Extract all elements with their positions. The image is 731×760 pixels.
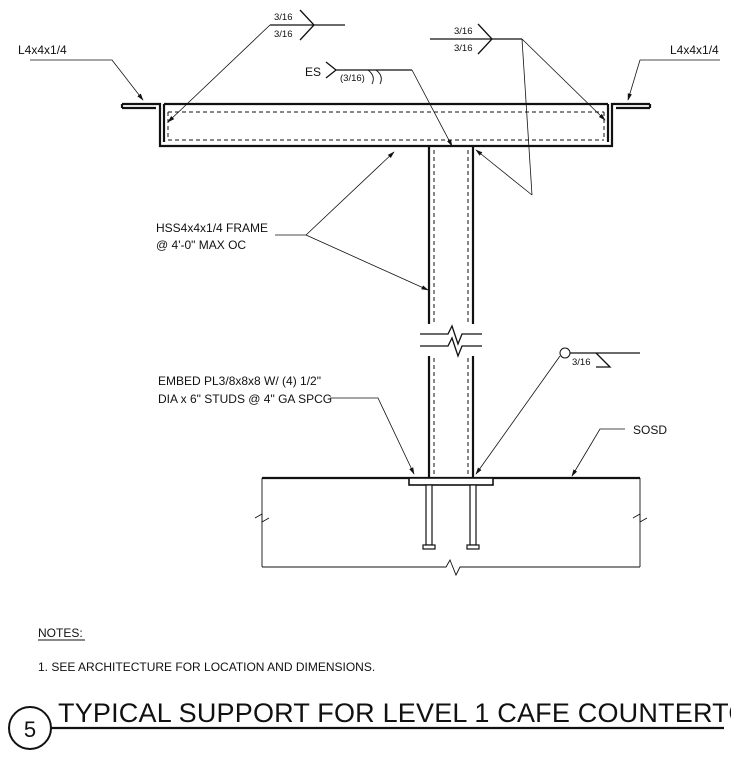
weld-size-label: (3/16) [340, 73, 365, 84]
callout-angle-left: L4x4x1/4 [18, 43, 144, 101]
callout-hss-frame: HSS4x4x1/4 FRAME @ 4'-0" MAX OC [156, 151, 429, 291]
weld-size-label: 3/16 [454, 26, 473, 37]
detail-number: 5 [24, 717, 36, 742]
notes-heading: NOTES: [38, 626, 83, 640]
weld-symbol-es: ES (3/16) [305, 61, 453, 147]
angle-right-label: L4x4x1/4 [670, 43, 719, 57]
weld-symbol-base: 3/16 [475, 347, 640, 475]
callout-angle-right: L4x4x1/4 [627, 43, 720, 101]
weld-size-label: 3/16 [572, 357, 591, 368]
title-block: 5 TYPICAL SUPPORT FOR LEVEL 1 CAFE COUNT… [8, 698, 731, 750]
hss-post [420, 146, 482, 478]
weld-symbol-top-right: 3/16 3/16 [430, 23, 606, 196]
note-item: 1. SEE ARCHITECTURE FOR LOCATION AND DIM… [38, 660, 375, 674]
embed-label-line1: EMBED PL3/8x8x8 W/ (4) 1/2" [158, 374, 321, 388]
embed-label-line2: DIA x 6" STUDS @ 4" GA SPCG [158, 392, 332, 406]
weld-symbol-top-left: 3/16 3/16 [167, 9, 345, 123]
countertop-frame [120, 102, 652, 148]
es-label: ES [305, 65, 321, 79]
weld-size-label: 3/16 [274, 29, 293, 40]
weld-size-label: 3/16 [274, 12, 293, 23]
sosd-label: SOSD [633, 423, 667, 437]
callout-sosd: SOSD [571, 423, 667, 477]
frame-label-line2: @ 4'-0" MAX OC [156, 238, 246, 252]
slab-and-embed [254, 476, 648, 577]
weld-size-label: 3/16 [454, 43, 473, 54]
angle-left-label: L4x4x1/4 [18, 43, 67, 57]
callout-embed-plate: EMBED PL3/8x8x8 W/ (4) 1/2" DIA x 6" STU… [158, 374, 415, 475]
detail-title: TYPICAL SUPPORT FOR LEVEL 1 CAFE COUNTER… [58, 698, 731, 728]
notes: NOTES: 1. SEE ARCHITECTURE FOR LOCATION … [38, 626, 375, 674]
frame-label-line1: HSS4x4x1/4 FRAME [156, 221, 268, 235]
